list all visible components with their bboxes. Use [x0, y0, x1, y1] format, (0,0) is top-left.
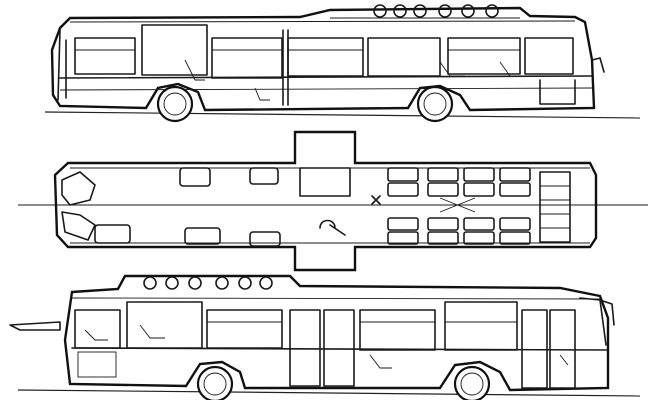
roof-equipment-lower: [143, 276, 273, 290]
wheels: [156, 85, 454, 123]
roof-equipment: [330, 4, 520, 19]
doors-lower: [289, 309, 576, 389]
side-view-left: [9, 274, 641, 400]
plan-view: [18, 130, 648, 272]
windows: [74, 24, 574, 79]
seats-upper: [179, 167, 531, 197]
seats-lower: [94, 217, 531, 247]
windows-lower: [74, 301, 518, 351]
side-view-right: [44, 4, 641, 123]
wheels-lower: [196, 365, 491, 400]
